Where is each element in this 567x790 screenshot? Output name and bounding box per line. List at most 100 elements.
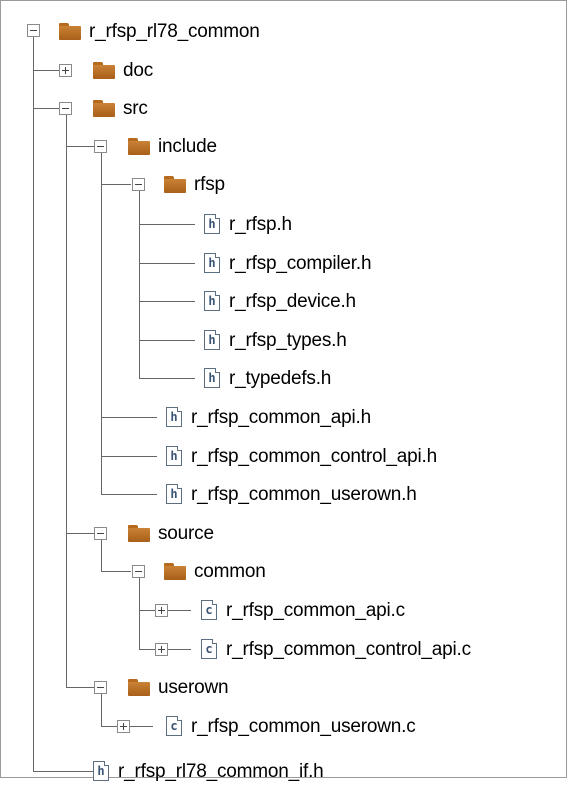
h-file-icon: h — [166, 407, 182, 427]
folder-icon — [59, 22, 81, 40]
tree-guide — [66, 533, 94, 534]
tree-node-label: source — [158, 522, 214, 544]
tree-node-label: r_rfsp_compiler.h — [229, 252, 372, 274]
tree-guide — [163, 610, 191, 611]
tree-guide — [125, 726, 153, 727]
c-file-icon: c — [166, 716, 182, 736]
tree-node-source[interactable]: source — [128, 514, 214, 552]
tree-guide — [139, 224, 195, 225]
tree-guide — [139, 649, 155, 650]
tree-node-file[interactable]: h r_rfsp.h — [204, 205, 292, 243]
tree-guide — [139, 191, 140, 378]
tree-guide — [101, 539, 102, 571]
collapse-toggle[interactable] — [132, 565, 145, 578]
tree-node-include[interactable]: include — [128, 127, 217, 165]
tree-guide — [101, 152, 102, 494]
h-file-icon: h — [166, 446, 182, 466]
tree-node-common[interactable]: common — [164, 552, 266, 590]
folder-icon — [164, 562, 186, 580]
tree-node-label: r_rfsp_rl78_common — [89, 20, 260, 42]
tree-node-label: r_rfsp_types.h — [229, 329, 347, 351]
h-file-icon: h — [204, 253, 220, 273]
tree-node-file[interactable]: h r_rfsp_common_control_api.h — [166, 437, 437, 475]
tree-node-label: r_rfsp.h — [229, 213, 292, 235]
tree-node-file[interactable]: c r_rfsp_common_userown.c — [166, 707, 416, 745]
tree-guide — [66, 114, 67, 687]
collapse-toggle[interactable] — [59, 102, 72, 115]
tree-guide — [101, 494, 157, 495]
tree-node-label: r_rfsp_common_api.c — [226, 599, 405, 621]
tree-guide — [101, 456, 157, 457]
tree-node-userown[interactable]: userown — [128, 668, 229, 706]
tree-guide — [66, 146, 94, 147]
expand-toggle[interactable] — [155, 604, 168, 617]
tree-guide — [101, 417, 157, 418]
tree-guide — [139, 610, 155, 611]
tree-guide — [139, 578, 140, 649]
folder-icon — [164, 175, 186, 193]
folder-icon — [128, 678, 150, 696]
tree-guide — [66, 687, 94, 688]
tree-guide — [101, 726, 117, 727]
tree-guide — [101, 184, 131, 185]
tree-node-file[interactable]: h r_rfsp_types.h — [204, 321, 347, 359]
tree-guide — [163, 649, 191, 650]
tree-node-label: r_rfsp_common_api.h — [191, 406, 371, 428]
tree-node-label: r_rfsp_common_userown.h — [191, 483, 417, 505]
h-file-icon: h — [204, 330, 220, 350]
tree-node-label: userown — [158, 676, 229, 698]
h-file-icon: h — [204, 214, 220, 234]
collapse-toggle[interactable] — [94, 681, 107, 694]
tree-guide — [33, 108, 59, 109]
tree-node-label: r_rfsp_device.h — [229, 290, 356, 312]
expand-toggle[interactable] — [59, 64, 72, 77]
expand-toggle[interactable] — [155, 643, 168, 656]
tree-node-file[interactable]: h r_rfsp_rl78_common_if.h — [93, 752, 324, 790]
tree-node-doc[interactable]: doc — [93, 51, 153, 89]
collapse-toggle[interactable] — [94, 527, 107, 540]
c-file-icon: c — [201, 639, 217, 659]
folder-icon — [128, 524, 150, 542]
tree-guide — [33, 31, 34, 771]
folder-icon — [93, 61, 115, 79]
tree-node-label: r_rfsp_common_control_api.c — [226, 638, 471, 660]
h-file-icon: h — [93, 761, 109, 781]
tree-node-file[interactable]: c r_rfsp_common_api.c — [201, 591, 405, 629]
collapse-toggle[interactable] — [94, 140, 107, 153]
folder-icon — [93, 99, 115, 117]
tree-node-label: r_rfsp_common_userown.c — [191, 715, 416, 737]
tree-node-root[interactable]: r_rfsp_rl78_common — [59, 12, 260, 50]
tree-node-label: include — [158, 135, 217, 157]
tree-node-label: r_rfsp_rl78_common_if.h — [118, 760, 324, 782]
tree-node-file[interactable]: c r_rfsp_common_control_api.c — [201, 630, 471, 668]
tree-guide — [33, 771, 93, 772]
tree-node-file[interactable]: h r_rfsp_common_userown.h — [166, 475, 417, 513]
tree-guide — [139, 340, 195, 341]
tree-guide — [139, 301, 195, 302]
tree-node-label: doc — [123, 59, 154, 81]
tree-node-label: rfsp — [194, 173, 225, 195]
collapse-toggle[interactable] — [132, 178, 145, 191]
h-file-icon: h — [204, 368, 220, 388]
tree-node-src[interactable]: src — [93, 89, 148, 127]
tree-guide — [139, 378, 195, 379]
h-file-icon: h — [204, 291, 220, 311]
tree-node-file[interactable]: h r_rfsp_common_api.h — [166, 398, 371, 436]
tree-node-label: r_typedefs.h — [229, 367, 332, 389]
folder-icon — [128, 137, 150, 155]
tree-node-file[interactable]: h r_typedefs.h — [204, 359, 331, 397]
tree-guide — [101, 571, 131, 572]
tree-node-file[interactable]: h r_rfsp_compiler.h — [204, 244, 372, 282]
tree-node-file[interactable]: h r_rfsp_device.h — [204, 282, 356, 320]
c-file-icon: c — [201, 600, 217, 620]
tree-guide — [33, 70, 59, 71]
tree-node-rfsp[interactable]: rfsp — [164, 165, 225, 203]
tree-guide — [139, 263, 195, 264]
tree-node-label: common — [194, 560, 266, 582]
tree-node-label: r_rfsp_common_control_api.h — [191, 445, 437, 467]
tree-guide — [101, 693, 102, 726]
collapse-toggle[interactable] — [27, 24, 40, 37]
tree-node-label: src — [123, 97, 148, 119]
expand-toggle[interactable] — [117, 720, 130, 733]
